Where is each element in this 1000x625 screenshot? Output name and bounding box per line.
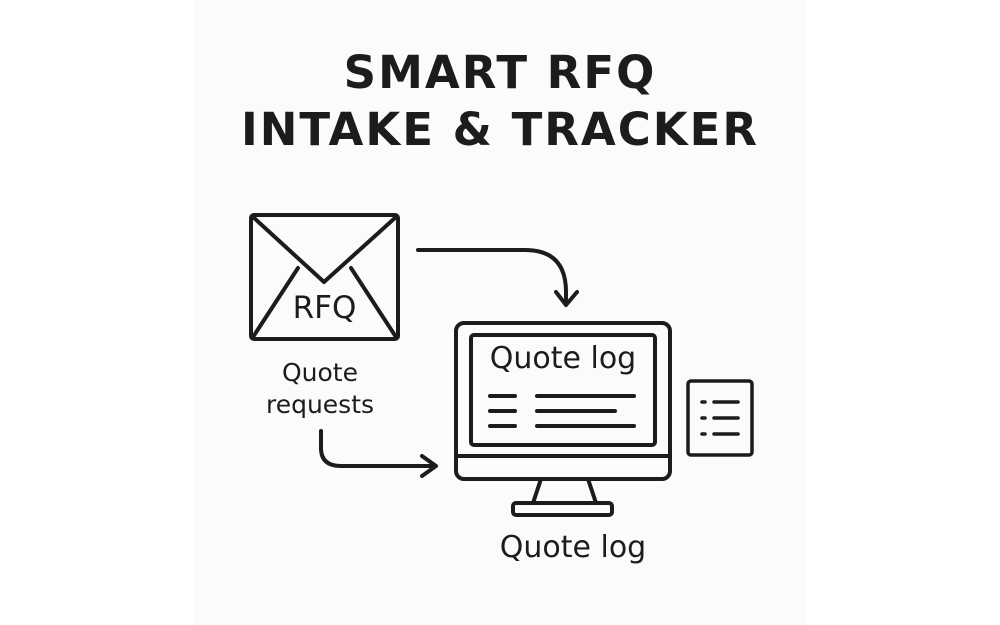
- envelope-icon: [249, 213, 400, 341]
- arrow-to-monitor-top: [416, 248, 579, 307]
- monitor-screen-title: Quote log: [489, 341, 637, 376]
- envelope-rfq-label: RFQ: [292, 290, 357, 326]
- document-list-icon: [686, 379, 754, 457]
- envelope-caption-line-2: requests: [265, 390, 375, 419]
- monitor-icon: [454, 321, 672, 517]
- title-line-1: SMART RFQ: [343, 46, 657, 99]
- envelope-caption-line-1: Quote: [281, 358, 358, 387]
- monitor-caption: Quote log: [499, 530, 647, 565]
- screen-list-lines: [488, 394, 636, 428]
- diagram-panel: [193, 0, 807, 625]
- title-line-2: INTAKE & TRACKER: [240, 103, 760, 156]
- arrow-to-monitor-bottom: [319, 429, 438, 478]
